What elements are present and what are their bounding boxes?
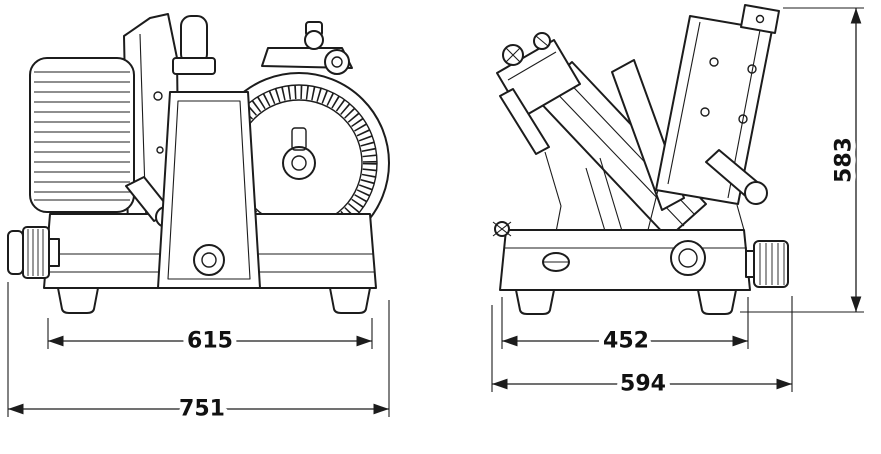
carriage-assembly: [496, 32, 581, 233]
dimension-label-594: 594: [620, 372, 666, 397]
dimension-label-615: 615: [187, 329, 233, 354]
front-view: [7, 13, 390, 314]
base-knob: [670, 240, 706, 276]
pusher-handle: [705, 149, 768, 205]
wing-screw: [492, 221, 512, 237]
sharpener-side: [740, 4, 780, 34]
foot-rear: [697, 289, 737, 315]
support-legs: [585, 157, 623, 232]
dimensions-side-view: 452 594 583: [491, 7, 864, 402]
meat-tray: [157, 91, 261, 289]
dimension-label-452: 452: [603, 329, 649, 354]
dimension-751: 751: [7, 282, 390, 427]
dimension-label-583: 583: [832, 137, 857, 183]
dimension-label-751: 751: [179, 397, 225, 422]
dimension-615: 615: [47, 318, 373, 359]
locking-knob: [745, 240, 789, 288]
motor-body: [29, 57, 135, 213]
carriage-arm: [261, 21, 353, 75]
sharpener: [172, 15, 216, 75]
foot-front: [515, 289, 555, 315]
thickness-knob: [7, 226, 60, 279]
dimension-452: 452: [501, 297, 749, 359]
side-view: [492, 4, 789, 315]
base-side: [499, 229, 751, 291]
foot-left: [57, 287, 99, 314]
foot-right: [329, 287, 371, 314]
base-oval-detail: [542, 252, 570, 272]
dimensions-front-view: 615 751: [7, 282, 390, 427]
dimension-583: 583: [740, 7, 864, 313]
